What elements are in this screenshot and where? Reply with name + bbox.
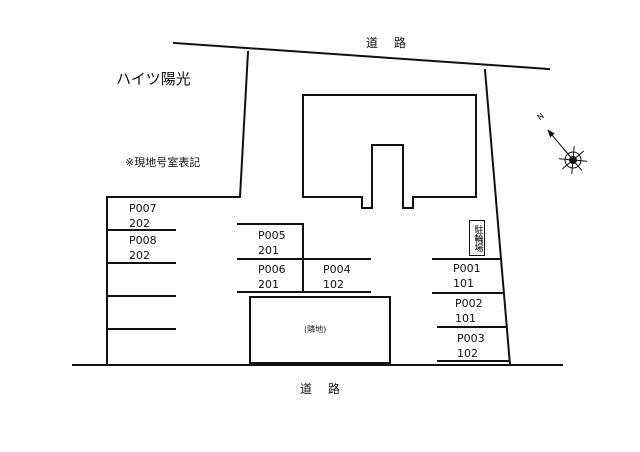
parking-space: P001 101 (453, 261, 481, 291)
parking-space-id: P003 (457, 332, 485, 345)
parking-space-id: P008 (129, 234, 157, 247)
parking-space-room: 202 (129, 249, 150, 262)
parking-space-room: 201 (258, 278, 279, 291)
parking-space-room: 202 (129, 217, 150, 230)
building-name: ハイツ陽光 (116, 70, 191, 88)
bicycle-parking-label: 駐輪場 (472, 224, 483, 252)
parking-space-room: 101 (453, 277, 474, 290)
location-note: ※現地号室表記 (125, 156, 201, 169)
parking-space-id: P005 (258, 229, 286, 242)
top-road-line (172, 41, 551, 71)
parking-space-room: 101 (455, 312, 476, 325)
neighbor-lot (249, 296, 391, 364)
site-boundary (106, 50, 250, 366)
main-building (302, 94, 477, 209)
site-boundary-right (483, 68, 512, 367)
parking-space-room: 102 (457, 347, 478, 360)
parking-space-room: 201 (258, 244, 279, 257)
bottom-road-label: 道 路 (300, 382, 346, 396)
parking-space-id: P002 (455, 297, 483, 310)
neighbor-label: (隣地) (304, 325, 327, 334)
parking-space: P003 102 (457, 331, 485, 361)
parking-space-room: 102 (323, 278, 344, 291)
parking-space-id: P004 (323, 263, 351, 276)
parking-space: P008 202 (129, 233, 157, 263)
parking-space: P002 101 (455, 296, 483, 326)
top-road-label: 道 路 (366, 36, 412, 50)
parking-space: P005 201 (258, 228, 286, 258)
parking-space: P007 202 (129, 201, 157, 231)
bicycle-parking: 駐輪場 (469, 220, 485, 256)
parking-space: P006 201 (258, 262, 286, 292)
parking-space: P004 102 (323, 262, 351, 292)
compass-icon (547, 129, 588, 175)
parking-space-id: P001 (453, 262, 481, 275)
parking-space-id: P007 (129, 202, 157, 215)
parking-space-id: P006 (258, 263, 286, 276)
